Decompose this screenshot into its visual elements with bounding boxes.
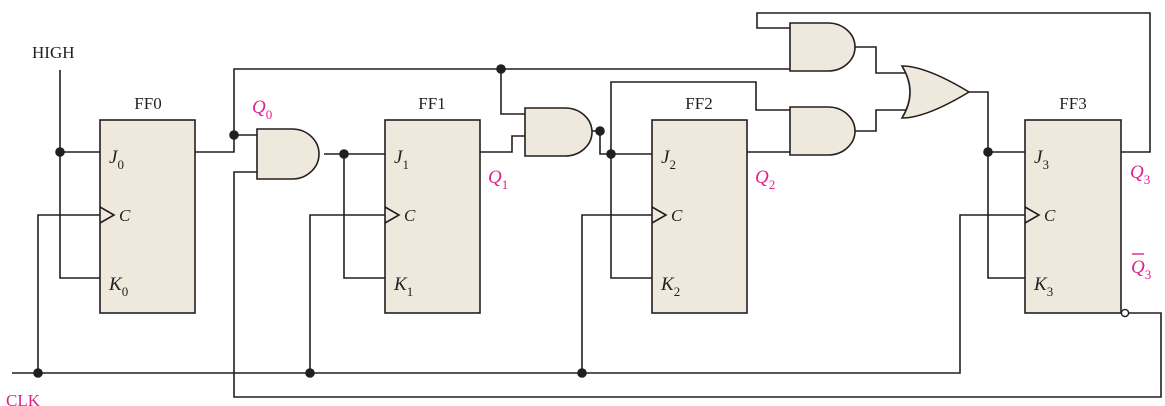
flip-flop-ff3 xyxy=(1024,119,1122,314)
q0-output-label: Q0 xyxy=(252,97,272,122)
ff3-c-pin: C xyxy=(1044,206,1056,225)
and-gate-0 xyxy=(256,128,320,180)
wire-and0-out xyxy=(324,153,385,279)
high-label: HIGH xyxy=(32,43,75,62)
and-gate-3 xyxy=(789,106,856,156)
q3-output-label: Q3 xyxy=(1130,162,1150,187)
ff1-c-pin: C xyxy=(404,206,416,225)
wire-high xyxy=(59,70,100,279)
wire-or-out xyxy=(969,91,1025,279)
ff0-k-pin: K0 xyxy=(108,274,128,299)
junction-dot xyxy=(983,147,993,157)
wire-clk-ff2 xyxy=(581,214,652,373)
clk-label: CLK xyxy=(6,391,41,406)
ff2-k-pin: K2 xyxy=(660,274,680,299)
wire-clk-ff0 xyxy=(37,214,100,373)
wire-and3-or xyxy=(855,109,910,132)
junction-dot xyxy=(606,149,616,159)
wire-q3 xyxy=(756,12,1151,153)
junction-dot xyxy=(305,368,315,378)
junction-dot xyxy=(577,368,587,378)
ff1-label: FF1 xyxy=(418,94,445,113)
ff3-j-pin: J3 xyxy=(1034,147,1049,172)
junction-dot xyxy=(496,64,506,74)
wires xyxy=(12,12,1162,398)
ff1-k-pin: K1 xyxy=(393,274,413,299)
ff0-label: FF0 xyxy=(134,94,161,113)
ff0-c-pin: C xyxy=(119,206,131,225)
junction-dot xyxy=(33,368,43,378)
ff0-clock-triangle xyxy=(99,206,116,224)
junction-dot xyxy=(595,126,605,136)
and-gate-1 xyxy=(524,107,593,157)
ff1-j-pin: J1 xyxy=(394,147,409,172)
and-gate-2 xyxy=(789,22,856,72)
ff3-clock-triangle xyxy=(1024,206,1041,224)
wire-clk-ff1 xyxy=(309,214,385,373)
ff2-label: FF2 xyxy=(685,94,712,113)
junction-dots xyxy=(33,64,993,378)
q1-output-label: Q1 xyxy=(488,167,508,192)
q2-output-label: Q2 xyxy=(755,167,775,192)
q3-bar-output-label: Q3 xyxy=(1131,257,1151,282)
ff1-clock-triangle xyxy=(384,206,401,224)
wire-q1 xyxy=(480,135,525,153)
junction-dot xyxy=(339,149,349,159)
ff0-j-pin: J0 xyxy=(109,147,124,172)
ff3-k-pin: K3 xyxy=(1033,274,1053,299)
junction-dot xyxy=(55,147,65,157)
flip-flop-ff0 xyxy=(99,119,196,314)
ff3-label: FF3 xyxy=(1059,94,1086,113)
flip-flop-ff1 xyxy=(384,119,481,314)
wire-clk-bus xyxy=(12,214,1025,374)
ff3-inversion-bubble xyxy=(1120,308,1130,318)
junction-dot xyxy=(229,130,239,140)
ff2-j-pin: J2 xyxy=(661,147,676,172)
wire-and2-or xyxy=(855,46,910,74)
or-gate xyxy=(900,65,971,119)
wire-q3bar-loop xyxy=(233,171,1162,398)
flip-flop-ff2 xyxy=(651,119,748,314)
wire-q0-branch xyxy=(500,69,525,115)
ff2-clock-triangle xyxy=(651,206,668,224)
ff2-c-pin: C xyxy=(671,206,683,225)
